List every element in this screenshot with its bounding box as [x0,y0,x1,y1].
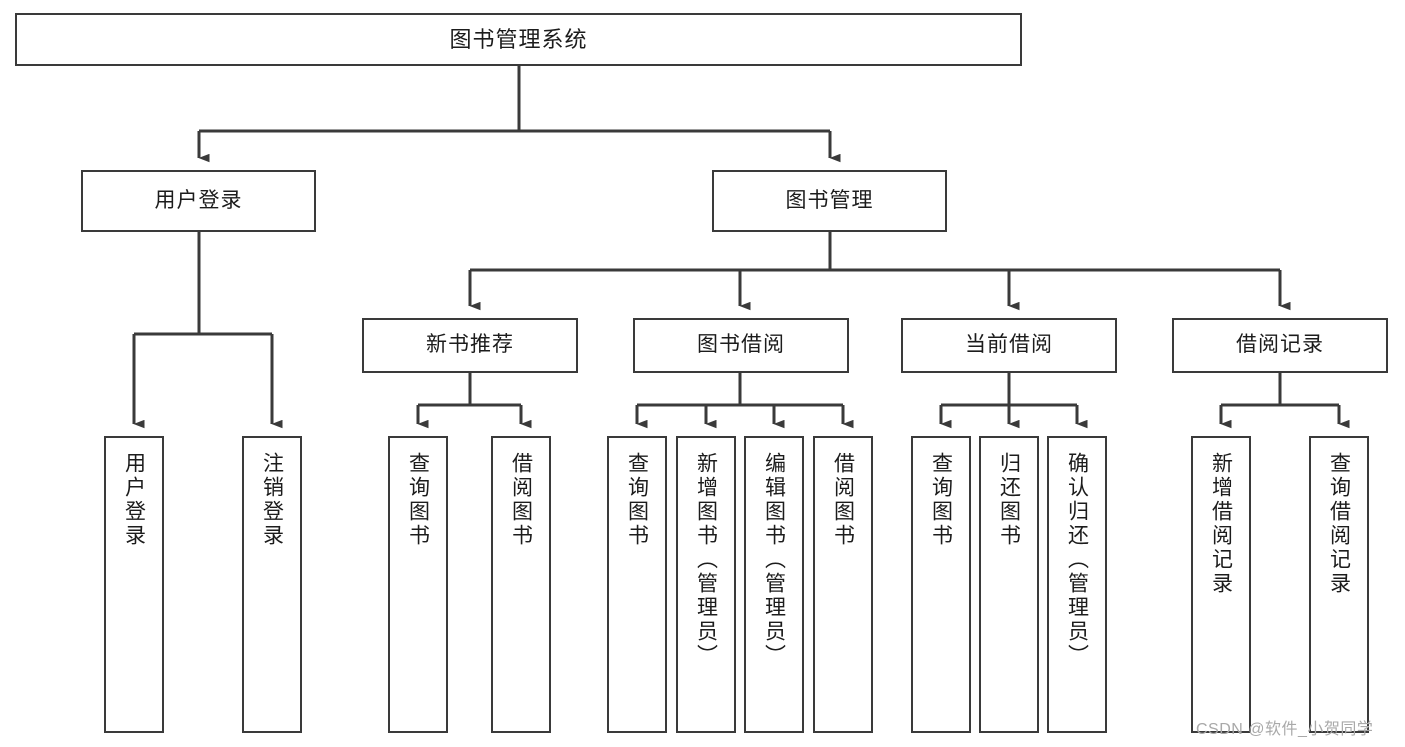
node-leaf-user-login[interactable]: 用户登录 [104,436,164,733]
node-leaf-logout[interactable]: 注销登录 [242,436,302,733]
node-label: 图书管理 [785,188,874,212]
node-leaf-borrow-book-recommend[interactable]: 借阅图书 [491,436,551,733]
node-label: 用户登录 [154,188,243,212]
node-label: 新增图书（管理员） [694,452,718,668]
node-label: 借阅图书 [509,452,533,548]
node-label: 用户登录 [122,452,146,548]
node-label: 确认归还（管理员） [1065,452,1089,668]
node-leaf-add-borrow-record[interactable]: 新增借阅记录 [1191,436,1251,733]
node-leaf-query-book-recommend[interactable]: 查询图书 [388,436,448,733]
node-current-borrow[interactable]: 当前借阅 [901,318,1117,373]
node-label: 借阅图书 [831,452,855,548]
node-book-borrow[interactable]: 图书借阅 [633,318,849,373]
node-leaf-query-book-borrow[interactable]: 查询图书 [607,436,667,733]
node-label: 当前借阅 [965,333,1053,357]
node-label: 查询图书 [406,452,430,548]
node-label: 注销登录 [260,452,284,548]
node-label: 查询图书 [625,452,649,548]
node-leaf-edit-book-admin[interactable]: 编辑图书（管理员） [744,436,804,733]
node-leaf-borrow-book[interactable]: 借阅图书 [813,436,873,733]
node-label: 图书管理系统 [449,26,588,52]
node-leaf-confirm-return-admin[interactable]: 确认归还（管理员） [1047,436,1107,733]
node-label: 编辑图书（管理员） [762,452,786,668]
node-label: 查询图书 [929,452,953,548]
node-label: 新增借阅记录 [1209,452,1233,596]
node-user-login[interactable]: 用户登录 [81,170,316,232]
node-new-book-recommend[interactable]: 新书推荐 [362,318,578,373]
node-leaf-query-borrow-record[interactable]: 查询借阅记录 [1309,436,1369,733]
node-label: 借阅记录 [1236,333,1324,357]
node-label: 新书推荐 [426,333,514,357]
node-label: 图书借阅 [697,333,785,357]
node-leaf-return-book[interactable]: 归还图书 [979,436,1039,733]
node-borrow-records[interactable]: 借阅记录 [1172,318,1388,373]
node-leaf-query-book-current[interactable]: 查询图书 [911,436,971,733]
node-label: 归还图书 [997,452,1021,548]
node-leaf-add-book-admin[interactable]: 新增图书（管理员） [676,436,736,733]
node-book-management[interactable]: 图书管理 [712,170,947,232]
node-root-system[interactable]: 图书管理系统 [15,13,1022,66]
node-label: 查询借阅记录 [1327,452,1351,596]
